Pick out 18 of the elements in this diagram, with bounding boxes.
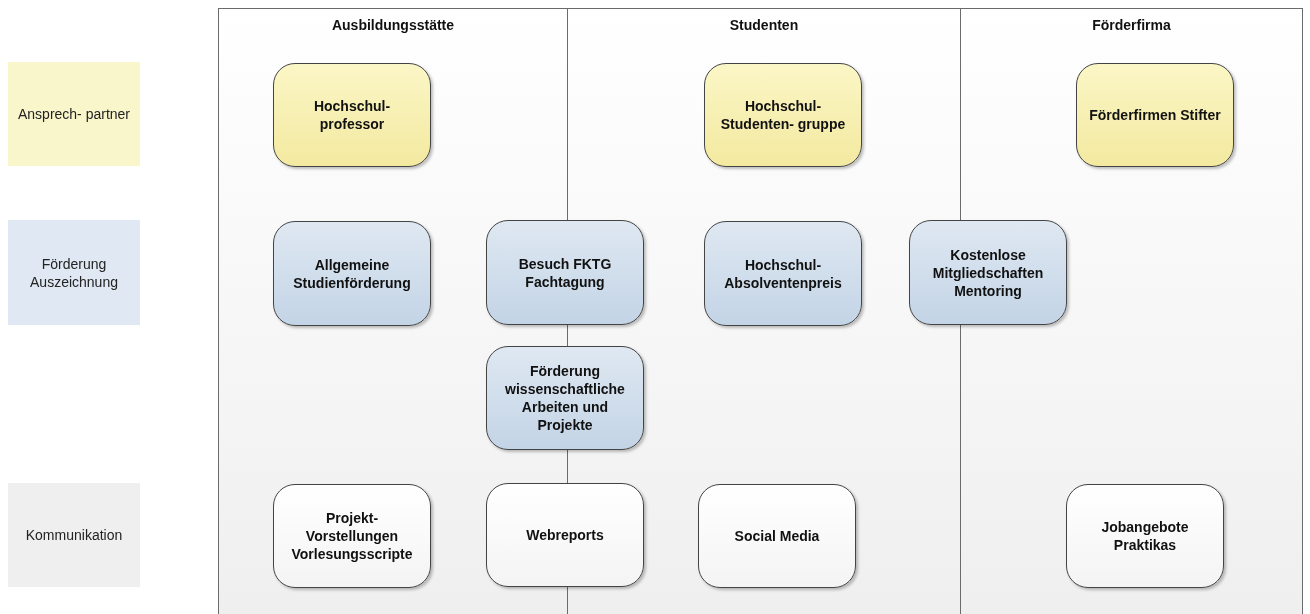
row-label: Kommunikation xyxy=(8,483,140,587)
rounded-box: Allgemeine Studienförderung xyxy=(273,221,431,326)
lane-heading: Studenten xyxy=(729,17,799,33)
rounded-box: Kostenlose Mitgliedschaften Mentoring xyxy=(909,220,1067,325)
lane-heading: Förderfirma xyxy=(1092,17,1171,33)
rounded-box: Förderung wissenschaftliche Arbeiten und Projekte xyxy=(486,346,644,450)
rounded-box: Jobangebote Praktikas xyxy=(1066,484,1224,588)
rounded-box: Hochschul- professor xyxy=(273,63,431,167)
lane-heading: Ausbildungsstätte xyxy=(331,17,455,33)
rounded-box: Förderfirmen Stifter xyxy=(1076,63,1234,167)
row-label: Förderung Auszeichnung xyxy=(8,220,140,325)
row-label: Ansprech- partner xyxy=(8,62,140,166)
rounded-box: Hochschul- Studenten- gruppe xyxy=(704,63,862,167)
rounded-box: Webreports xyxy=(486,483,644,587)
rounded-box: Hochschul- Absolventenpreis xyxy=(704,221,862,326)
rounded-box: Social Media xyxy=(698,484,856,588)
rounded-box: Projekt- Vorstellungen Vorlesungsscripte xyxy=(273,484,431,588)
rounded-box: Besuch FKTG Fachtagung xyxy=(486,220,644,325)
